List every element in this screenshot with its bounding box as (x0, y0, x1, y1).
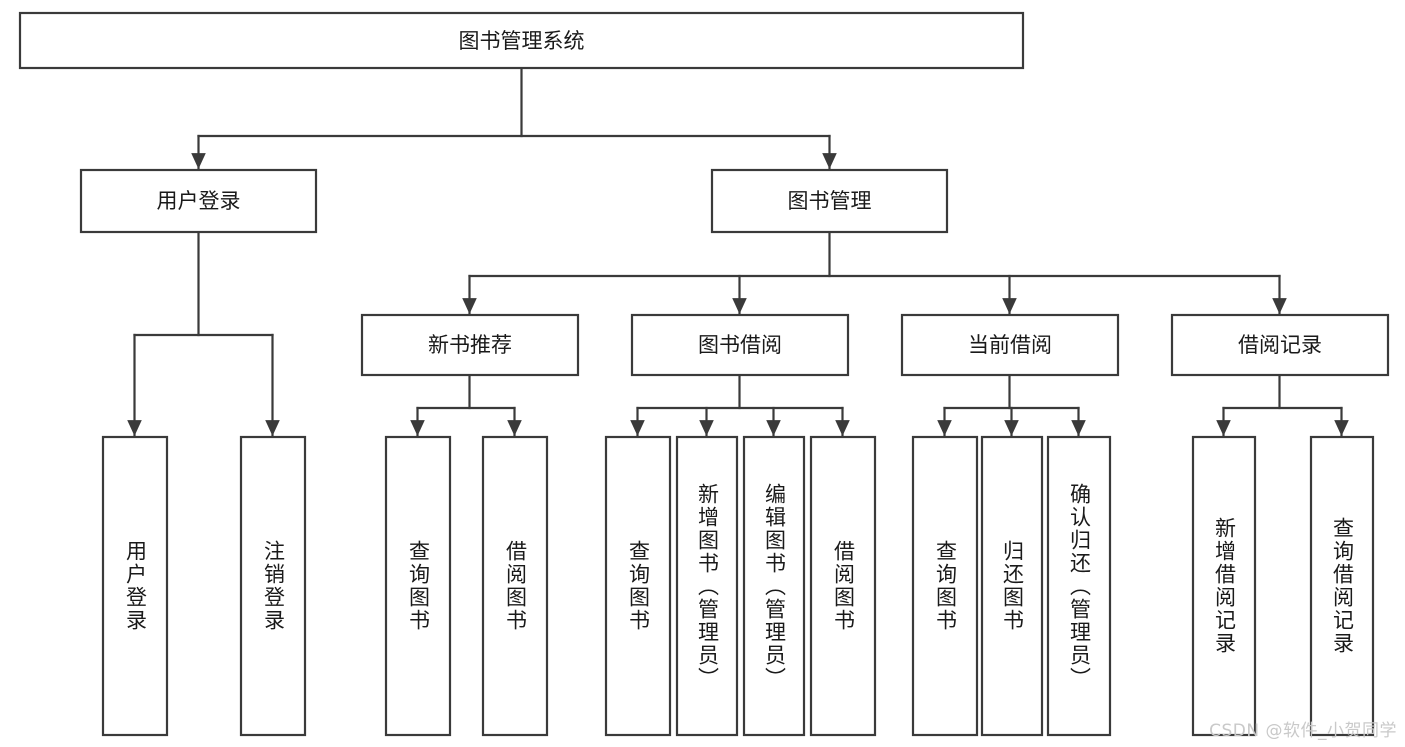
node-book-borrow[interactable]: 图书借阅 (630, 313, 850, 377)
node-user-login-label: 用户登录 (157, 189, 241, 213)
connector-book-manage-to-level3 (462, 230, 1287, 315)
node-new-book-recommend-label: 新书推荐 (428, 333, 512, 357)
node-leaf-return-book-box[interactable] (980, 435, 1044, 737)
node-leaf-query-book-1-box[interactable] (384, 435, 452, 737)
node-leaf-logout-box[interactable] (239, 435, 307, 737)
connector-book-borrow-to-leaves (630, 373, 850, 437)
csdn-watermark: CSDN @软件_小贺同学 (1209, 721, 1397, 741)
node-leaf-user-login-box[interactable] (101, 435, 169, 737)
node-leaf-confirm-return-box[interactable] (1046, 435, 1112, 737)
node-current-borrow-label: 当前借阅 (968, 333, 1052, 357)
connector-user-login-to-leaves (127, 230, 280, 437)
node-book-manage[interactable]: 图书管理 (710, 168, 949, 234)
node-leaf-query-book-2-box[interactable] (604, 435, 672, 737)
connector-borrow-record-to-leaves (1216, 373, 1349, 437)
node-leaf-add-record-box[interactable] (1191, 435, 1257, 737)
node-user-login[interactable]: 用户登录 (79, 168, 318, 234)
node-leaf-borrow-book-1-box[interactable] (481, 435, 549, 737)
node-user-login-box[interactable] (79, 168, 318, 234)
node-leaf-borrow-book-2-box[interactable] (809, 435, 877, 737)
node-borrow-record-box[interactable] (1170, 313, 1390, 377)
node-book-manage-label: 图书管理 (788, 189, 872, 213)
connector-new-book-recommend-to-leaves (410, 373, 522, 437)
node-book-borrow-label: 图书借阅 (698, 333, 782, 357)
connector-root-to-level2 (191, 66, 837, 170)
node-borrow-record-label: 借阅记录 (1238, 333, 1322, 357)
node-leaf-query-book-3-box[interactable] (911, 435, 979, 737)
node-borrow-record[interactable]: 借阅记录 (1170, 313, 1390, 377)
connector-current-borrow-to-leaves (937, 373, 1086, 437)
node-root[interactable]: 图书管理系统 (18, 11, 1025, 70)
node-current-borrow[interactable]: 当前借阅 (900, 313, 1120, 377)
node-book-borrow-box[interactable] (630, 313, 850, 377)
node-leaf-edit-book-box[interactable] (742, 435, 806, 737)
node-book-manage-box[interactable] (710, 168, 949, 234)
node-new-book-recommend-box[interactable] (360, 313, 580, 377)
node-root-box[interactable] (18, 11, 1025, 70)
node-current-borrow-box[interactable] (900, 313, 1120, 377)
node-leaf-query-record-box[interactable] (1309, 435, 1375, 737)
node-new-book-recommend[interactable]: 新书推荐 (360, 313, 580, 377)
node-leaf-add-book-box[interactable] (675, 435, 739, 737)
node-root-label: 图书管理系统 (459, 29, 585, 53)
leaf-boxes (101, 435, 1375, 737)
